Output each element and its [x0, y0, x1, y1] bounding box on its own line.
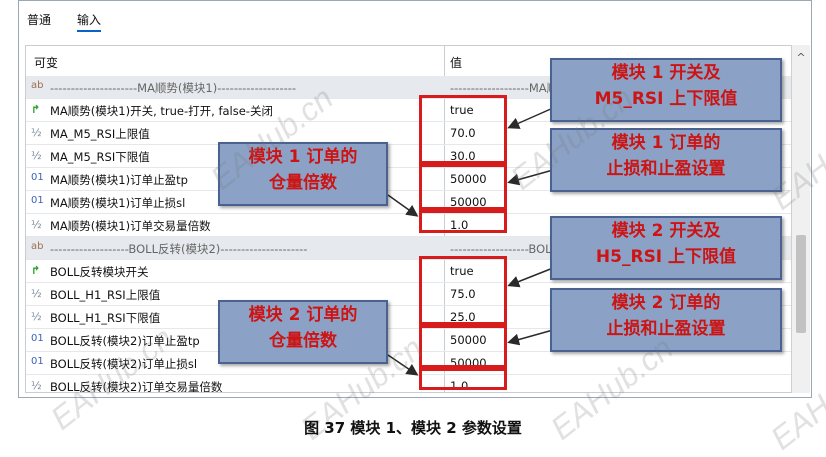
- highlight-box-module1-switch: [419, 95, 507, 164]
- integer-icon: 01: [31, 333, 44, 344]
- callout-module1-lot: 模块 1 订单的 仓量倍数: [218, 142, 388, 206]
- header-variable[interactable]: 可变: [34, 56, 59, 70]
- highlight-box-module2-switch: [419, 256, 507, 325]
- row-name: BOLL反转(模块2)订单交易量倍数: [50, 380, 223, 393]
- bool-icon: ↱: [31, 103, 41, 116]
- vertical-scrollbar[interactable]: ^: [791, 45, 810, 393]
- double-icon: ½: [31, 149, 42, 162]
- string-icon: ab: [31, 80, 44, 91]
- callout-module2-tpsl: 模块 2 订单的 止损和止盈设置: [550, 288, 782, 352]
- row-value[interactable]: 1.0: [450, 218, 469, 232]
- row-name: ---------------------MA顺势(模块1)----------…: [50, 81, 297, 95]
- highlight-box-module2-tpsl: [419, 325, 507, 368]
- row-name: BOLL反转(模块2)订单止盈tp: [50, 334, 200, 348]
- callout-line: 模块 2 订单的: [611, 293, 721, 313]
- scroll-up-icon[interactable]: ^: [796, 51, 806, 64]
- string-icon: ab: [31, 241, 44, 252]
- row-name: MA顺势(模块1)开关, true-打开, false-关闭: [50, 104, 273, 118]
- table-row[interactable]: 01 MA顺势(模块1)订单止盈tp 50000: [26, 168, 794, 191]
- figure-caption: 图 37 模块 1、模块 2 参数设置: [304, 419, 522, 437]
- callout-module1-switch: 模块 1 开关及 M5_RSI 上下限值: [550, 58, 782, 122]
- table-row[interactable]: 01 BOLL反转(模块2)订单止盈tp 50000: [26, 329, 794, 352]
- table-row[interactable]: ½ MA顺势(模块1)订单交易量倍数 1.0: [26, 214, 794, 237]
- callout-line: 止损和止盈设置: [606, 319, 726, 339]
- row-value[interactable]: true: [450, 103, 474, 117]
- row-name: BOLL反转模块开关: [50, 265, 149, 279]
- tab-general[interactable]: 普通: [27, 13, 52, 27]
- row-name: MA顺势(模块1)订单止损sl: [50, 196, 186, 210]
- table-row[interactable]: ↱ BOLL反转模块开关 true: [26, 260, 794, 283]
- double-icon: ½: [31, 218, 42, 231]
- scrollbar-thumb[interactable]: [796, 235, 806, 333]
- callout-line: M5_RSI 上下限值: [594, 89, 738, 109]
- callout-module1-tpsl: 模块 1 订单的 止损和止盈设置: [550, 128, 782, 192]
- bool-icon: ↱: [31, 264, 41, 277]
- callout-line: 仓量倍数: [269, 331, 337, 351]
- row-value[interactable]: 50000: [450, 172, 487, 186]
- callout-line: 止损和止盈设置: [606, 159, 726, 179]
- row-name: BOLL_H1_RSI下限值: [50, 311, 161, 325]
- double-icon: ½: [31, 379, 42, 392]
- highlight-box-module2-lot: [419, 368, 507, 390]
- double-icon: ½: [31, 287, 42, 300]
- row-value[interactable]: 75.0: [450, 287, 476, 301]
- callout-line: 模块 1 订单的: [248, 147, 358, 167]
- table-row[interactable]: ½ BOLL_H1_RSI下限值 25.0: [26, 306, 794, 329]
- tab-bar: 普通 输入: [19, 1, 811, 37]
- arrow-c5: [507, 329, 554, 346]
- row-value[interactable]: true: [450, 264, 474, 278]
- table-row[interactable]: ↱ MA顺势(模块1)开关, true-打开, false-关闭 true: [26, 99, 794, 122]
- table-row[interactable]: ½ MA_M5_RSI上限值 70.0: [26, 122, 794, 145]
- highlight-box-module1-lot: [419, 210, 507, 233]
- row-name: BOLL反转(模块2)订单止损sl: [50, 357, 198, 371]
- callout-line: 模块 1 订单的: [611, 133, 721, 153]
- callout-line: 模块 1 开关及: [611, 63, 721, 83]
- tab-inputs[interactable]: 输入: [77, 11, 102, 32]
- callout-line: H5_RSI 上下限值: [595, 247, 737, 267]
- arrow-c3: [387, 194, 419, 217]
- integer-icon: 01: [31, 195, 44, 206]
- callout-line: 仓量倍数: [269, 173, 337, 193]
- double-icon: ½: [31, 126, 42, 139]
- arrow-c4: [507, 267, 554, 288]
- row-name: -------------------BOLL反转(模块2)----------…: [50, 242, 308, 256]
- integer-icon: 01: [31, 356, 44, 367]
- highlight-box-module1-tpsl: [419, 164, 507, 210]
- callout-line: 模块 2 开关及: [611, 221, 721, 241]
- row-value[interactable]: 70.0: [450, 126, 476, 140]
- integer-icon: 01: [31, 172, 44, 183]
- callout-module2-switch: 模块 2 开关及 H5_RSI 上下限值: [550, 216, 782, 280]
- arrow-c1: [507, 107, 554, 129]
- callout-line: 模块 2 订单的: [248, 305, 358, 325]
- row-name: MA顺势(模块1)订单交易量倍数: [50, 219, 211, 233]
- arrow-c6: [387, 354, 419, 376]
- double-icon: ½: [31, 310, 42, 323]
- table-row[interactable]: ½ BOLL_H1_RSI上限值 75.0: [26, 283, 794, 306]
- callout-module2-lot: 模块 2 订单的 仓量倍数: [218, 300, 388, 364]
- row-name: MA顺势(模块1)订单止盈tp: [50, 173, 188, 187]
- arrow-c2: [507, 169, 554, 186]
- row-name: MA_M5_RSI下限值: [50, 150, 150, 164]
- row-value[interactable]: 50000: [450, 333, 487, 347]
- row-name: BOLL_H1_RSI上限值: [50, 288, 161, 302]
- column-divider[interactable]: [444, 46, 445, 392]
- row-value[interactable]: 50000: [450, 195, 487, 209]
- header-value[interactable]: 值: [450, 56, 463, 70]
- table-row[interactable]: ½ MA_M5_RSI下限值 30.0: [26, 145, 794, 168]
- row-value[interactable]: 30.0: [450, 149, 476, 163]
- row-value[interactable]: 25.0: [450, 310, 476, 324]
- row-name: MA_M5_RSI上限值: [50, 127, 150, 141]
